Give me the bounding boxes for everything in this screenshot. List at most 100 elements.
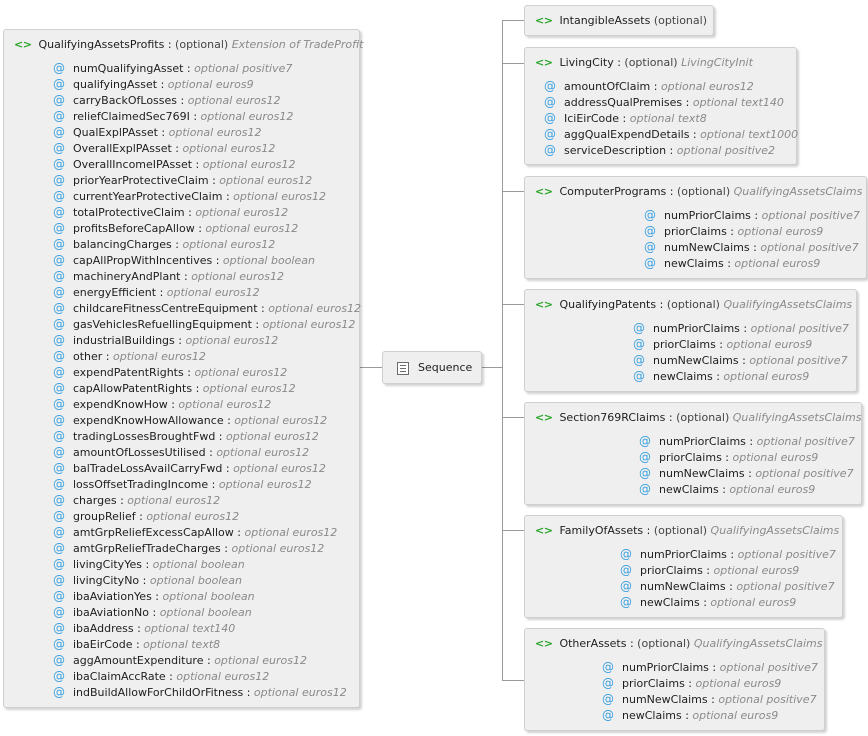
attribute-row[interactable]: @QualExplPAsset : optional euros12: [53, 125, 262, 139]
attribute-name: ibaAviationNo: [73, 606, 149, 619]
element-box-family-of-assets[interactable]: <>FamilyOfAssets : (optional) Qualifying…: [524, 515, 843, 618]
attribute-name: numNewClaims: [664, 241, 750, 254]
attribute-row[interactable]: @newClaims : optional euros9: [644, 256, 821, 270]
attribute-row[interactable]: @reliefClaimedSec769I : optional euros12: [53, 109, 294, 123]
attribute-row[interactable]: @indBuildAllowForChildOrFitness : option…: [53, 685, 347, 699]
attribute-row[interactable]: @lossOffsetTradingIncome : optional euro…: [53, 477, 312, 491]
element-box-intangible-assets[interactable]: <>IntangibleAssets (optional): [524, 5, 714, 36]
attribute-row[interactable]: @numNewClaims : optional positive7: [620, 579, 835, 593]
attribute-row[interactable]: @IciEirCode : optional text8: [544, 111, 707, 125]
attribute-row[interactable]: @balTradeLossAvailCarryFwd : optional eu…: [53, 461, 326, 475]
element-box-other-assets[interactable]: <>OtherAssets : (optional) QualifyingAss…: [524, 628, 825, 731]
element-box-living-city[interactable]: <>LivingCity : (optional) LivingCityInit…: [524, 47, 799, 165]
attribute-name: tradingLossesBroughtFwd: [73, 430, 216, 443]
attribute-row[interactable]: @ibaAviationNo : optional boolean: [53, 605, 252, 619]
element-box-section769r-claims[interactable]: <>Section769RClaims : (optional) Qualify…: [524, 402, 862, 505]
attribute-row[interactable]: @ibaEirCode : optional text8: [53, 637, 221, 651]
attribute-row[interactable]: @priorClaims : optional euros9: [620, 563, 800, 577]
attribute-row[interactable]: @capAllPropWithIncentives : optional boo…: [53, 253, 315, 267]
attribute-row[interactable]: @amtGrpReliefExcessCapAllow : optional e…: [53, 525, 338, 539]
attribute-row[interactable]: @capAllowPatentRights : optional euros12: [53, 381, 296, 395]
attribute-row[interactable]: @aggQualExpendDetails : optional text100…: [544, 127, 799, 141]
attribute-row[interactable]: @qualifyingAsset : optional euros9: [53, 77, 254, 91]
attribute-row[interactable]: @numPriorClaims : optional positive7: [644, 208, 860, 222]
attribute-name: livingCityYes: [73, 558, 142, 571]
attribute-row[interactable]: @machineryAndPlant : optional euros12: [53, 269, 284, 283]
attribute-row[interactable]: @profitsBeforeCapAllow : optional euros1…: [53, 221, 299, 235]
attribute-at-icon: @: [53, 301, 65, 315]
attribute-type: optional euros12: [268, 302, 362, 315]
attribute-type: optional euros12: [216, 446, 310, 459]
element-name: QualifyingPatents: [559, 298, 657, 311]
attribute-row[interactable]: @newClaims : optional euros9: [620, 595, 797, 609]
element-box-computer-programs[interactable]: <>ComputerPrograms : (optional) Qualifyi…: [524, 176, 867, 279]
attribute-row[interactable]: @addressQualPremises : optional text140: [544, 95, 784, 109]
attribute-row[interactable]: @priorClaims : optional euros9: [602, 676, 782, 690]
attribute-row[interactable]: @priorClaims : optional euros9: [639, 450, 819, 464]
attribute-row[interactable]: @groupRelief : optional euros12: [53, 509, 240, 523]
attribute-row[interactable]: @numNewClaims : optional positive7: [639, 466, 854, 480]
attribute-row[interactable]: @industrialBuildings : optional euros12: [53, 333, 279, 347]
attribute-row[interactable]: @numNewClaims : optional positive7: [644, 240, 859, 254]
attribute-row[interactable]: @amtGrpReliefTradeCharges : optional eur…: [53, 541, 325, 555]
attribute-at-icon: @: [544, 127, 556, 141]
element-box-qualifying-patents[interactable]: <>QualifyingPatents : (optional) Qualify…: [524, 289, 857, 392]
element-header: <>OtherAssets : (optional) QualifyingAss…: [535, 637, 823, 650]
attribute-row[interactable]: @livingCityNo : optional boolean: [53, 573, 242, 587]
attribute-row[interactable]: @newClaims : optional euros9: [602, 708, 779, 722]
element-extension: QualifyingAssetsClaims: [733, 185, 863, 198]
connector-branch: [502, 417, 524, 418]
attribute-row[interactable]: @numPriorClaims : optional positive7: [633, 321, 849, 335]
attribute-row[interactable]: @livingCityYes : optional boolean: [53, 557, 245, 571]
attribute-row[interactable]: @numPriorClaims : optional positive7: [602, 660, 818, 674]
attribute-name: other: [73, 350, 103, 363]
attribute-row[interactable]: @expendKnowHowAllowance : optional euros…: [53, 413, 328, 427]
attribute-row[interactable]: @balancingCharges : optional euros12: [53, 237, 276, 251]
attribute-name: energyEfficient: [73, 286, 157, 299]
element-extension: Extension of TradeProfit: [231, 38, 364, 51]
attribute-row[interactable]: @numNewClaims : optional positive7: [602, 692, 817, 706]
attribute-row[interactable]: @numPriorClaims : optional positive7: [639, 434, 855, 448]
attribute-row[interactable]: @carryBackOfLosses : optional euros12: [53, 93, 281, 107]
attribute-row[interactable]: @serviceDescription : optional positive2: [544, 143, 775, 157]
attribute-row[interactable]: @numQualifyingAsset : optional positive7: [53, 61, 293, 75]
attribute-at-icon: @: [53, 381, 65, 395]
attribute-row[interactable]: @ibaClaimAccRate : optional euros12: [53, 669, 270, 683]
element-extension: LivingCityInit: [681, 56, 753, 69]
attribute-at-icon: @: [53, 605, 65, 619]
attribute-row[interactable]: @priorClaims : optional euros9: [644, 224, 824, 238]
attribute-row[interactable]: @numPriorClaims : optional positive7: [620, 547, 836, 561]
attribute-row[interactable]: @priorYearProtectiveClaim : optional eur…: [53, 173, 313, 187]
attribute-row[interactable]: @energyEfficient : optional euros12: [53, 285, 260, 299]
attribute-row[interactable]: @other : optional euros12: [53, 349, 206, 363]
attribute-row[interactable]: @priorClaims : optional euros9: [633, 337, 813, 351]
connector-sequence-out: [482, 367, 502, 368]
attribute-row[interactable]: @expendPatentRights : optional euros12: [53, 365, 288, 379]
attribute-name: priorClaims: [659, 451, 722, 464]
attribute-row[interactable]: @amountOfClaim : optional euros12: [544, 79, 754, 93]
attribute-row[interactable]: @totalProtectiveClaim : optional euros12: [53, 205, 289, 219]
attribute-row[interactable]: @currentYearProtectiveClaim : optional e…: [53, 189, 326, 203]
connector-branch: [502, 191, 524, 192]
attribute-row[interactable]: @childcareFitnessCentreEquipment : optio…: [53, 301, 362, 315]
attribute-row[interactable]: @newClaims : optional euros9: [639, 482, 816, 496]
element-box-qualifying-assets-profits[interactable]: <>QualifyingAssetsProfits : (optional) E…: [3, 29, 364, 708]
attribute-type: optional euros12: [178, 398, 272, 411]
attribute-row[interactable]: @gasVehiclesRefuellingEquipment : option…: [53, 317, 356, 331]
attribute-row[interactable]: @amountOfLossesUtilised : optional euros…: [53, 445, 310, 459]
attribute-row[interactable]: @OverallIncomeIPAsset : optional euros12: [53, 157, 296, 171]
attribute-row[interactable]: @charges : optional euros12: [53, 493, 221, 507]
attribute-at-icon: @: [620, 595, 632, 609]
attribute-row[interactable]: @aggAmountExpenditure : optional euros12: [53, 653, 307, 667]
attribute-row[interactable]: @tradingLossesBroughtFwd : optional euro…: [53, 429, 319, 443]
attribute-row[interactable]: @ibaAviationYes : optional boolean: [53, 589, 255, 603]
attribute-type: optional positive2: [676, 144, 775, 157]
attribute-row[interactable]: @newClaims : optional euros9: [633, 369, 810, 383]
attribute-row[interactable]: @numNewClaims : optional positive7: [633, 353, 848, 367]
connector-trunk: [502, 20, 503, 680]
attribute-row[interactable]: @expendKnowHow : optional euros12: [53, 397, 272, 411]
attribute-name: IciEirCode: [564, 112, 620, 125]
attribute-row[interactable]: @ibaAddress : optional text140: [53, 621, 236, 635]
attribute-row[interactable]: @OverallExplPAsset : optional euros12: [53, 141, 276, 155]
sequence-node[interactable]: Sequence: [382, 351, 482, 384]
